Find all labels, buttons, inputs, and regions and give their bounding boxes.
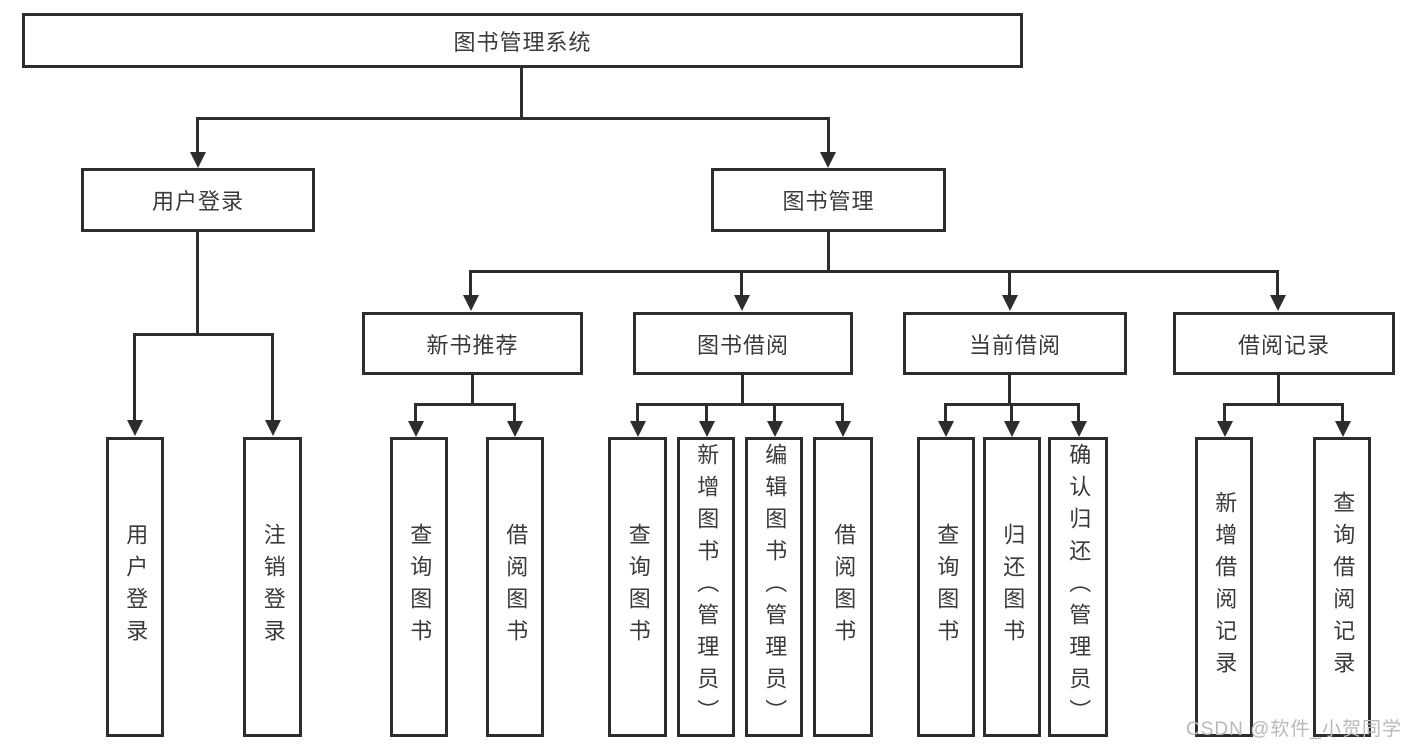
connector-line: [1008, 375, 1011, 406]
connector-line: [133, 333, 274, 336]
arrow-down-icon: [1217, 421, 1233, 437]
node-book-borrowing: 图书借阅: [633, 312, 853, 375]
arrow-down-icon: [190, 152, 206, 168]
connector-line: [469, 270, 1279, 273]
leaf-user-login: 用户登录: [106, 437, 164, 737]
connector-line: [1341, 403, 1344, 422]
node-label: 借阅图书: [503, 523, 529, 651]
connector-line: [414, 403, 516, 406]
node-label: 新书推荐: [426, 332, 519, 358]
arrow-down-icon: [1071, 421, 1087, 437]
connector-line: [414, 403, 417, 422]
connector-line: [469, 270, 472, 296]
connector-line: [1223, 403, 1344, 406]
arrow-down-icon: [127, 420, 143, 436]
leaf-query-books-borrow: 查询图书: [608, 437, 667, 737]
csdn-watermark: CSDN @软件_小贺同学: [1186, 719, 1402, 740]
connector-line: [705, 403, 708, 422]
node-label: 图书管理: [782, 189, 875, 214]
node-label: 归还图书: [1000, 523, 1026, 651]
leaf-query-books-recommend: 查询图书: [390, 437, 448, 737]
connector-line: [636, 403, 639, 422]
arrow-down-icon: [1004, 421, 1020, 437]
leaf-borrow-books-recommend: 借阅图书: [486, 437, 544, 737]
connector-line: [1276, 270, 1279, 296]
leaf-query-books-current: 查询图书: [917, 437, 975, 737]
connector-line: [636, 403, 844, 406]
node-label: 注销登录: [260, 523, 286, 651]
arrow-down-icon: [835, 421, 851, 437]
arrow-down-icon: [408, 421, 424, 437]
arrow-down-icon: [630, 421, 646, 437]
connector-line: [741, 375, 744, 406]
node-label: 确认归还（管理员）: [1066, 443, 1092, 731]
node-label: 编辑图书（管理员）: [762, 443, 788, 731]
node-label: 图书管理系统: [453, 29, 592, 55]
arrow-down-icon: [507, 421, 523, 437]
leaf-logout: 注销登录: [243, 437, 302, 737]
leaf-query-borrow-record: 查询借阅记录: [1313, 437, 1371, 737]
connector-line: [520, 68, 523, 119]
leaf-confirm-return-admin: 确认归还（管理员）: [1048, 437, 1108, 737]
leaf-add-books-admin: 新增图书（管理员）: [677, 437, 735, 737]
connector-line: [773, 403, 776, 422]
node-label: 图书借阅: [696, 332, 789, 358]
connector-line: [841, 403, 844, 422]
node-current-borrowing: 当前借阅: [903, 312, 1127, 375]
node-label: 新增借阅记录: [1212, 491, 1238, 683]
arrow-down-icon: [734, 295, 750, 311]
connector-line: [827, 232, 830, 273]
node-user-login: 用户登录: [81, 168, 315, 232]
node-label: 查询借阅记录: [1330, 491, 1356, 683]
arrow-down-icon: [265, 420, 281, 436]
node-label: 查询图书: [407, 523, 433, 651]
node-label: 用户登录: [151, 189, 244, 214]
connector-line: [196, 117, 199, 153]
connector-line: [1277, 375, 1280, 406]
node-book-management: 图书管理: [711, 168, 946, 232]
node-borrowing-records: 借阅记录: [1173, 312, 1395, 375]
arrow-down-icon: [699, 421, 715, 437]
leaf-edit-books-admin: 编辑图书（管理员）: [745, 437, 803, 737]
connector-line: [827, 117, 830, 153]
node-label: 用户登录: [123, 523, 149, 651]
connector-line: [133, 333, 136, 421]
connector-line: [1077, 403, 1080, 422]
connector-line: [471, 375, 474, 406]
connector-line: [1008, 270, 1011, 296]
node-label: 借阅记录: [1237, 332, 1330, 358]
node-new-book-recommendation: 新书推荐: [362, 312, 583, 375]
leaf-borrow-books: 借阅图书: [813, 437, 873, 737]
node-label: 查询图书: [934, 523, 960, 651]
node-label: 查询图书: [625, 523, 651, 651]
node-label: 当前借阅: [968, 332, 1061, 358]
connector-line: [271, 333, 274, 421]
connector-line: [1223, 403, 1226, 422]
node-label: 新增图书（管理员）: [694, 443, 720, 731]
arrow-down-icon: [938, 421, 954, 437]
leaf-return-books: 归还图书: [983, 437, 1041, 737]
connector-line: [944, 403, 947, 422]
connector-line: [1010, 403, 1013, 422]
arrow-down-icon: [767, 421, 783, 437]
connector-line: [196, 117, 830, 120]
connector-line: [740, 270, 743, 296]
arrow-down-icon: [1002, 295, 1018, 311]
arrow-down-icon: [1335, 421, 1351, 437]
leaf-add-borrow-record: 新增借阅记录: [1195, 437, 1253, 737]
arrow-down-icon: [1270, 295, 1286, 311]
arrow-down-icon: [463, 295, 479, 311]
connector-line: [196, 232, 199, 335]
node-label: 借阅图书: [831, 523, 857, 651]
arrow-down-icon: [820, 152, 836, 168]
connector-line: [513, 403, 516, 422]
node-library-management-system: 图书管理系统: [22, 13, 1023, 68]
